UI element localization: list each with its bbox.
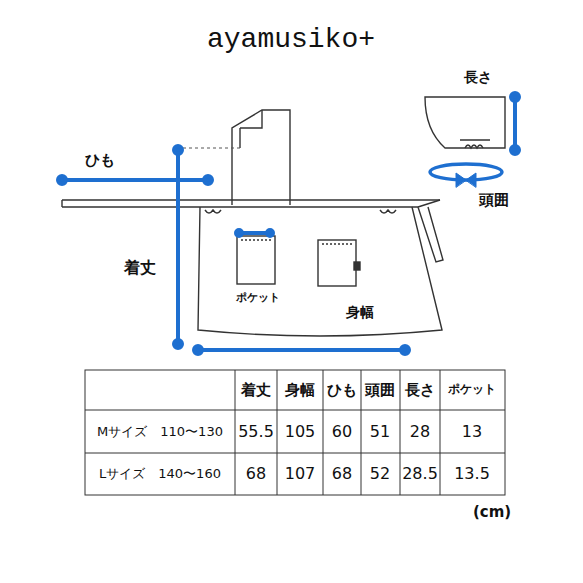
pocket-right	[318, 240, 356, 286]
hat-length-dimension	[513, 97, 517, 150]
size-table	[85, 370, 505, 495]
dimension-label: 頭囲	[479, 192, 509, 209]
table-cell: 13.5	[454, 465, 490, 483]
hat	[425, 97, 505, 148]
table-cell: 60	[332, 423, 352, 441]
waist-string	[62, 200, 440, 207]
string-dimension	[62, 178, 208, 182]
table-cell: 51	[370, 423, 390, 441]
table-header: 長さ	[405, 382, 435, 399]
dimension-label: ポケット	[236, 292, 280, 304]
pocket-left	[237, 236, 275, 284]
length-dimension	[176, 150, 180, 344]
ring-bow	[456, 173, 476, 187]
title: ayamusiko+	[207, 25, 375, 56]
hanging-string	[418, 200, 443, 262]
dimension-label: 長さ	[464, 70, 492, 85]
table-cell: 28	[410, 423, 430, 441]
table-cell: 28.5	[402, 465, 438, 483]
table-cell: 52	[370, 465, 390, 483]
gathers	[205, 210, 396, 213]
table-header: 身幅	[285, 382, 315, 399]
unit-note: (cm)	[473, 504, 511, 521]
table-header: 頭囲	[365, 382, 395, 399]
table-header: ポケット	[448, 383, 496, 396]
skirt	[198, 207, 442, 336]
row-header: Lサイズ 140〜160	[99, 467, 221, 481]
leader-dashed	[178, 148, 240, 149]
apron-outline	[62, 97, 505, 336]
table-cell: 105	[285, 423, 316, 441]
table-cell: 55.5	[238, 423, 274, 441]
hat-band	[460, 140, 490, 148]
dimension-label: 着丈	[124, 259, 156, 277]
pocket-tab	[354, 262, 360, 270]
dimension-label: 身幅	[346, 305, 374, 320]
dimension-label: ひも	[85, 152, 115, 169]
table-cell: 107	[285, 465, 316, 483]
table-cell: 68	[246, 465, 266, 483]
pocket-stitch	[241, 240, 352, 244]
neck-strap	[240, 110, 262, 148]
table-header: ひも	[327, 382, 357, 399]
table-cell: 13	[462, 423, 482, 441]
row-header: Mサイズ 110〜130	[97, 425, 223, 439]
bib	[232, 110, 290, 205]
width-dimension	[198, 348, 405, 352]
table-header: 着丈	[241, 382, 271, 399]
head-ring	[430, 164, 502, 180]
table-cell: 68	[332, 465, 352, 483]
dimension-lines	[58, 93, 519, 354]
